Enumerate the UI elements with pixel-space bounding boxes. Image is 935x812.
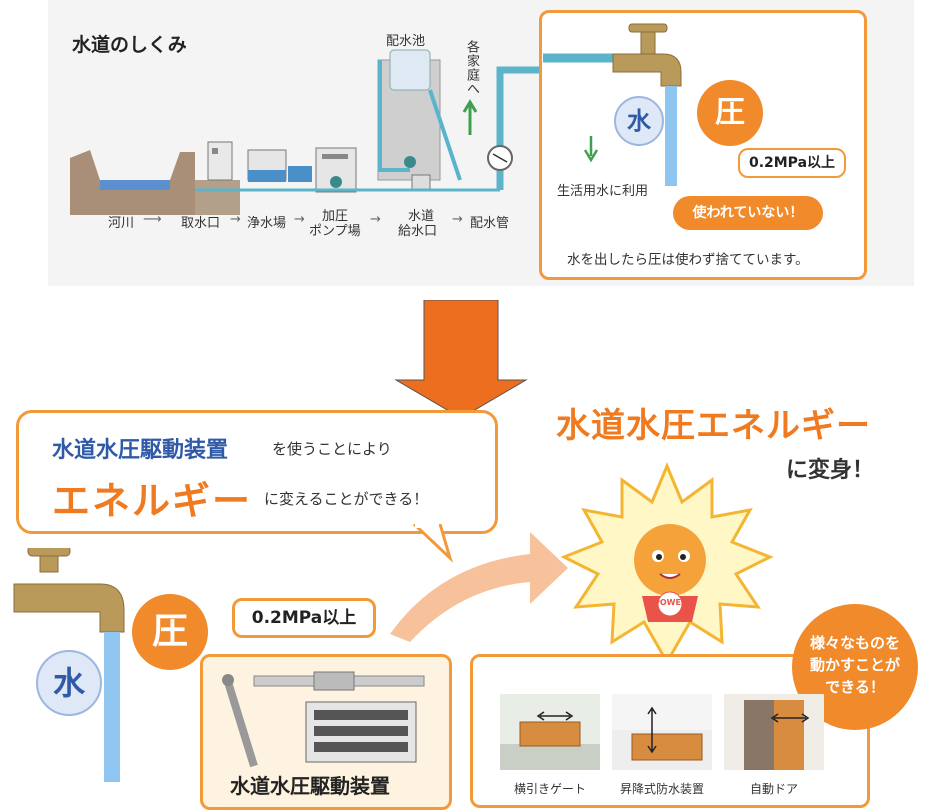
flow-purification: 浄水場 (247, 216, 287, 231)
domestic-use-label: 生活用水に利用 (557, 184, 649, 199)
sliding-gate-image (500, 694, 600, 770)
can-move-line1: 様々なものを (809, 634, 900, 652)
water-system-diagram (70, 49, 550, 215)
river-water (100, 180, 170, 190)
pressure-value-bottom: 0.2MPa以上 (232, 598, 376, 638)
reservoir-tank (389, 49, 431, 91)
water-stream (665, 86, 677, 186)
can-move-line2: 動かすことが (809, 656, 900, 674)
label-to-homes: 各家庭へ (464, 40, 479, 96)
explanation-bubble (16, 410, 498, 534)
headline: 水道水圧エネルギー (556, 406, 871, 446)
label-reservoir: 配水池 (386, 34, 426, 49)
unused-burst: 使われていない！ (673, 196, 823, 230)
transform-text: に変身！ (786, 458, 875, 483)
power-sun-character (560, 462, 774, 666)
faucet-illustration (543, 23, 682, 186)
pressure-kanji-circle-bottom: 圧 (132, 594, 208, 670)
up-arrow-icon (462, 99, 478, 135)
section-title: 水道のしくみ (72, 34, 187, 56)
flow-intake: 取水口 (181, 216, 221, 231)
vertical-arrow-icon (647, 706, 657, 754)
hydraulic-device-illustration (222, 671, 425, 768)
auto-door-image (724, 694, 824, 770)
bubble-line2-rest: に変えることができる！ (264, 490, 429, 508)
faucet-icon (13, 583, 125, 633)
water-kanji-circle-bottom: 水 (36, 650, 102, 716)
pressure-value: 0.2MPa以上 (738, 148, 846, 178)
down-arrow-big-icon (394, 300, 528, 419)
example-label-door: 自動ドア (749, 782, 798, 796)
bubble-line1-rest: を使うことにより (272, 440, 392, 458)
bubble-tail (412, 524, 454, 563)
flow-pump-1: 加圧 (322, 209, 349, 224)
pressure-kanji-circle: 圧 (697, 80, 763, 146)
flow-arrow-icon: → (452, 212, 463, 227)
device-caption: 水道水圧駆動装置 (230, 774, 390, 798)
flow-pump-2: ポンプ場 (309, 224, 361, 239)
water-stream (104, 632, 120, 782)
lifting-barrier-image (612, 694, 712, 770)
horizontal-arrow-icon (770, 713, 810, 723)
device-name-text: 水道水圧駆動装置 (52, 438, 229, 463)
waste-caption: 水を出したら圧は使わず捨てています。 (567, 252, 809, 268)
faucet-icon (612, 53, 682, 87)
flow-distribution: 配水管 (470, 216, 510, 231)
faucet-illustration-bottom (13, 548, 125, 782)
example-label-barrier: 昇降式防水装置 (619, 782, 704, 796)
water-kanji-circle: 水 (614, 96, 664, 146)
flow-arrow-icon: → (230, 212, 241, 227)
flow-arrow-icon: → (294, 212, 305, 227)
example-label-gate: 横引きゲート (513, 782, 586, 796)
flow-arrow-icon: ⟶ (143, 212, 162, 227)
power-badge: POWER (654, 598, 688, 607)
flow-service-1: 水道 (408, 209, 435, 224)
transform-arrow-icon (390, 532, 568, 642)
can-move-line3: できる！ (825, 678, 885, 696)
horizontal-arrow-icon (536, 711, 574, 721)
intake-building (207, 141, 233, 181)
energy-word: エネルギー (52, 479, 253, 523)
down-arrow-icon (583, 136, 599, 163)
flow-river: 河川 (108, 216, 135, 231)
flow-service-2: 給水口 (398, 224, 438, 239)
flow-arrow-icon: → (370, 212, 381, 227)
